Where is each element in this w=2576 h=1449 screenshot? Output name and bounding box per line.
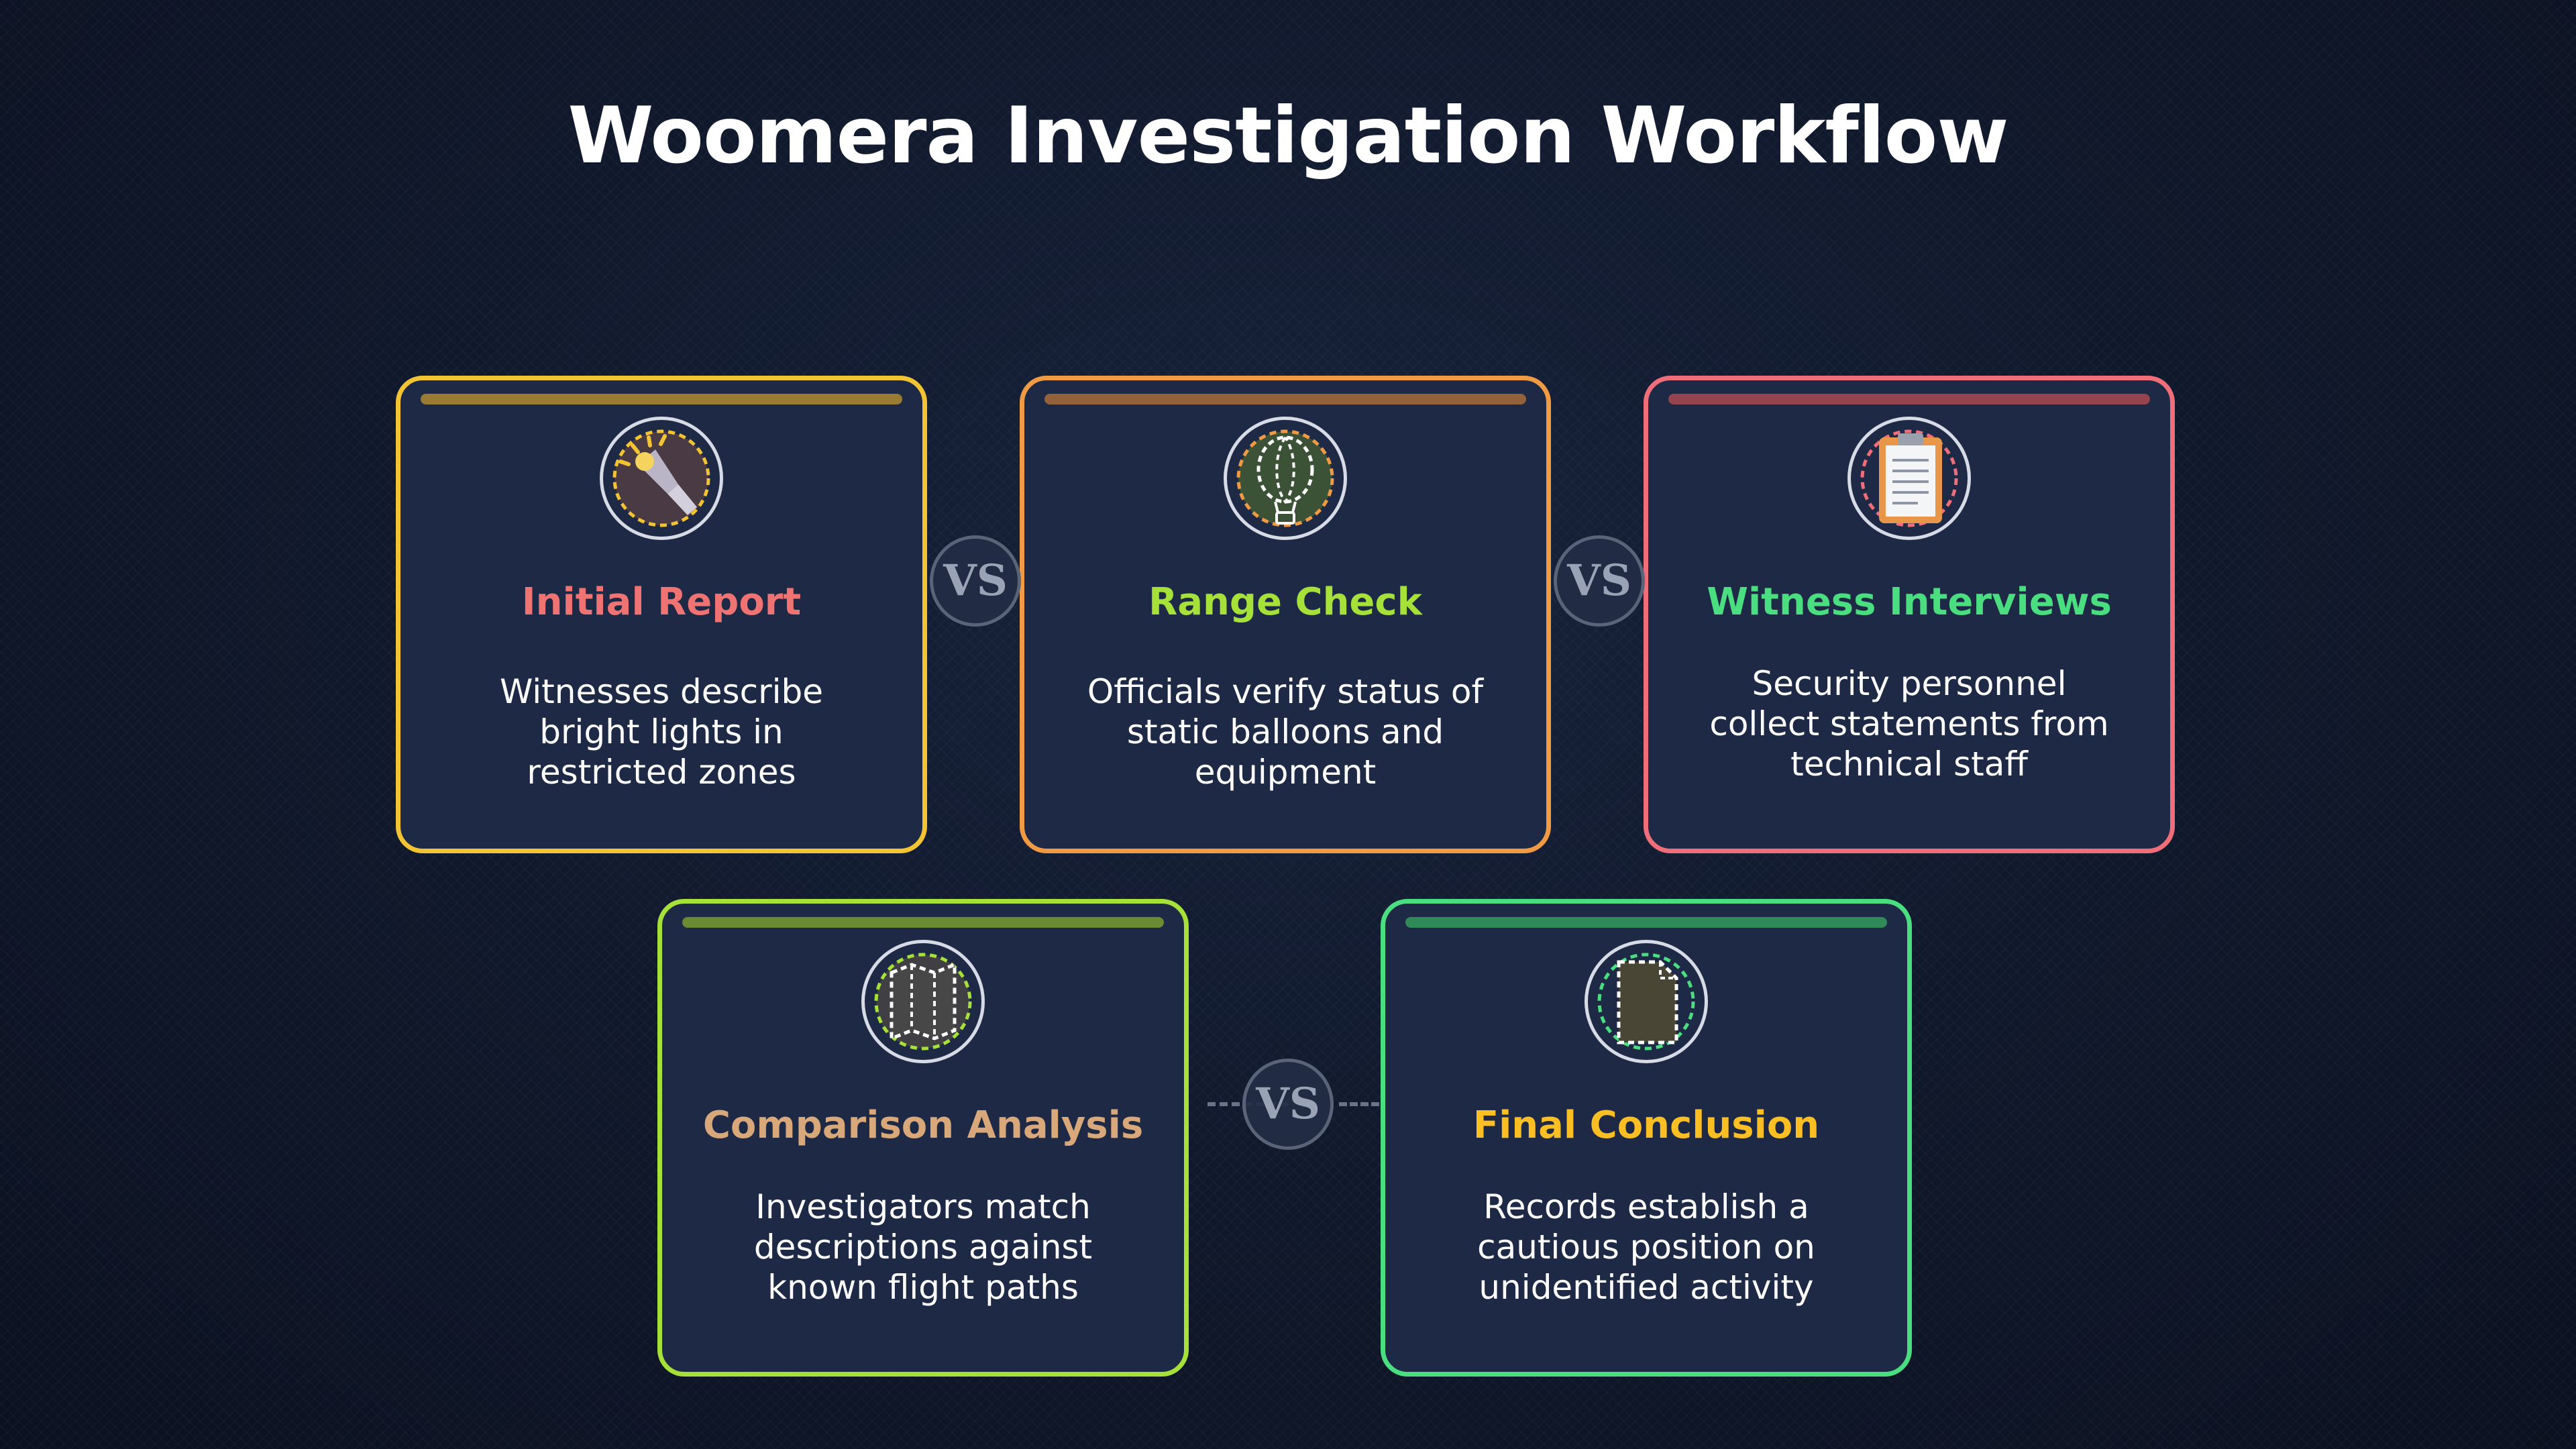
flashlight-icon	[600, 417, 723, 540]
document-icon	[1585, 940, 1708, 1063]
step-description: Records establish a cautious position on…	[1477, 1187, 1815, 1307]
card-accent-bar	[1044, 394, 1526, 405]
step-title: Comparison Analysis	[702, 1104, 1144, 1147]
hot-air-balloon-icon	[1224, 417, 1347, 540]
vs-connector-1: VS	[930, 535, 1021, 627]
step-card-final-conclusion: Final Conclusion Records establish a cau…	[1381, 899, 1912, 1377]
card-accent-bar	[421, 394, 902, 405]
vs-connector-3: VS	[1242, 1059, 1334, 1150]
step-card-comparison-analysis: Comparison Analysis Investigators match …	[657, 899, 1189, 1377]
card-accent-bar	[1668, 394, 2150, 405]
page-title: Woomera Investigation Workflow	[568, 91, 2008, 181]
clipboard-icon	[1847, 417, 1971, 540]
connector-dash-right	[1339, 1102, 1379, 1106]
step-title: Final Conclusion	[1472, 1104, 1820, 1147]
step-card-initial-report: Initial Report Witnesses describe bright…	[396, 376, 927, 853]
step-card-witness-interviews: Witness Interviews Security personnel co…	[1644, 376, 2175, 853]
step-description: Officials verify status of static balloo…	[1087, 672, 1484, 792]
step-title: Range Check	[1148, 580, 1422, 624]
step-description: Investigators match descriptions against…	[753, 1187, 1093, 1307]
step-card-range-check: Range Check Officials verify status of s…	[1020, 376, 1551, 853]
step-title: Witness Interviews	[1707, 580, 2112, 624]
step-description: Security personnel collect statements fr…	[1709, 664, 2109, 784]
step-description: Witnesses describe bright lights in rest…	[499, 672, 824, 792]
card-accent-bar	[1405, 917, 1887, 928]
vs-connector-2: VS	[1554, 535, 1645, 627]
card-accent-bar	[682, 917, 1164, 928]
map-icon	[861, 940, 985, 1063]
step-title: Initial Report	[521, 580, 802, 624]
